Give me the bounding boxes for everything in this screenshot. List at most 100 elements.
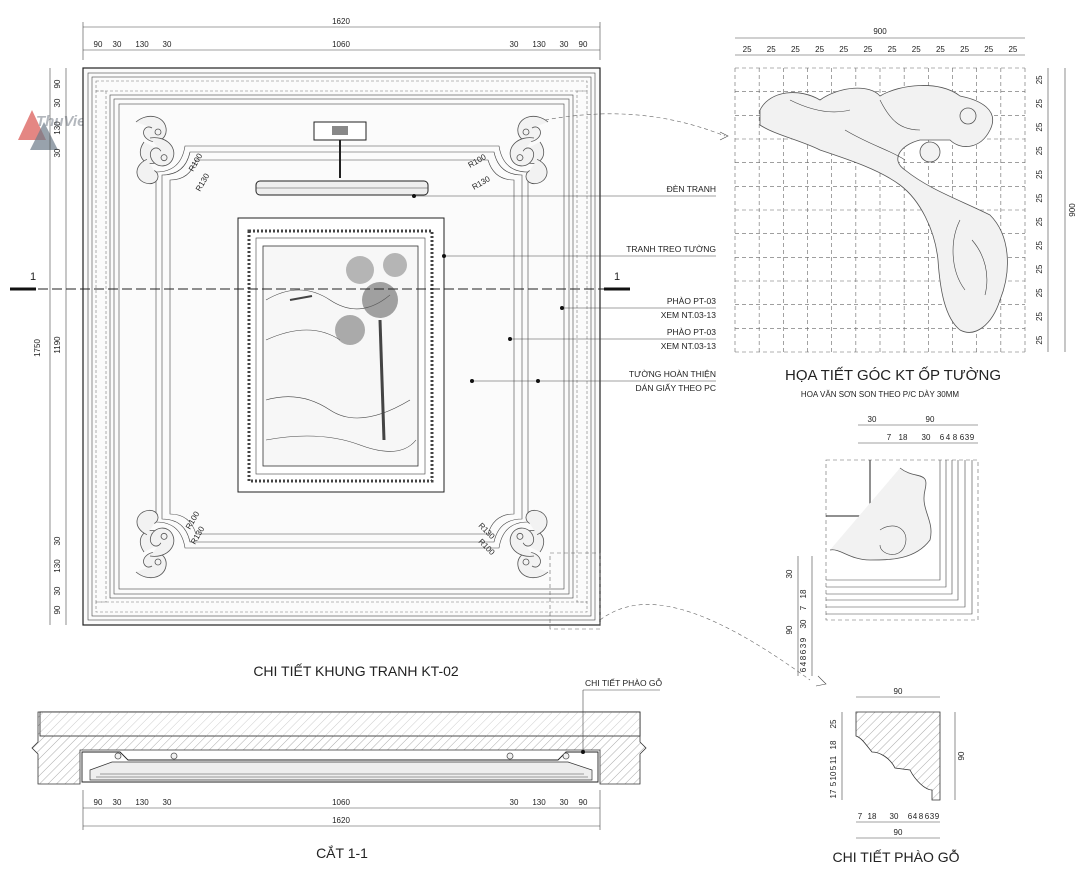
main-frame-elevation: 1620 90 30 130 30 1060 30 130 30 90 1750… bbox=[10, 17, 827, 687]
grid-dim-right: 25 bbox=[1035, 312, 1044, 321]
svg-text:30: 30 bbox=[560, 40, 569, 49]
svg-text:17: 17 bbox=[829, 789, 838, 798]
grid-dim-top: 25 bbox=[767, 45, 776, 54]
border-ornament bbox=[95, 80, 588, 613]
svg-text:30: 30 bbox=[799, 619, 808, 628]
top-total-dim: 1620 bbox=[332, 17, 350, 26]
grid-dim-right: 25 bbox=[1035, 193, 1044, 202]
grid-dim-top: 25 bbox=[839, 45, 848, 54]
grid-dim-right: 25 bbox=[1035, 146, 1044, 155]
callout-picture-light: ĐÈN TRANH bbox=[667, 184, 716, 194]
svg-text:6: 6 bbox=[960, 433, 965, 442]
svg-text:30: 30 bbox=[890, 812, 899, 821]
grid-dim-right: 25 bbox=[1035, 335, 1044, 344]
svg-text:6: 6 bbox=[925, 812, 930, 821]
svg-text:18: 18 bbox=[829, 740, 838, 749]
left-total-dim: 1750 bbox=[33, 339, 42, 357]
grid-dim-top: 25 bbox=[984, 45, 993, 54]
svg-text:4: 4 bbox=[946, 433, 951, 442]
molding-top-total: 90 bbox=[894, 687, 903, 696]
svg-text:30: 30 bbox=[53, 536, 62, 545]
callout-molding-1-a: PHÀO PT-03 bbox=[667, 296, 716, 306]
left-inner-dim: 1190 bbox=[53, 336, 62, 354]
svg-text:130: 130 bbox=[135, 40, 149, 49]
svg-text:8: 8 bbox=[799, 655, 808, 660]
grid-dim-top: 25 bbox=[1008, 45, 1017, 54]
molding-right-total: 90 bbox=[957, 751, 966, 760]
callout-molding-1-b: XEM NT.03-13 bbox=[661, 310, 717, 320]
svg-text:90: 90 bbox=[94, 798, 103, 807]
wall-painting bbox=[237, 217, 445, 493]
svg-text:30: 30 bbox=[510, 798, 519, 807]
section-mark-right: 1 bbox=[614, 271, 620, 283]
section-callout: CHI TIẾT PHÀO GỖ bbox=[585, 677, 663, 688]
svg-text:1060: 1060 bbox=[332, 798, 350, 807]
svg-text:90: 90 bbox=[785, 625, 794, 634]
callout-wall-finish-a: TƯỜNG HOÀN THIỆN bbox=[629, 369, 716, 379]
svg-text:18: 18 bbox=[868, 812, 877, 821]
corner-enlarged: 30 90 7 18 30 6 4 8 6 3 9 30 18 7 30 bbox=[785, 415, 979, 676]
svg-text:130: 130 bbox=[532, 798, 546, 807]
svg-text:30: 30 bbox=[560, 798, 569, 807]
svg-text:18: 18 bbox=[799, 589, 808, 598]
svg-text:6: 6 bbox=[940, 433, 945, 442]
molding-bottom-total: 90 bbox=[894, 828, 903, 837]
grid-dim-top: 25 bbox=[888, 45, 897, 54]
svg-text:90: 90 bbox=[579, 798, 588, 807]
svg-text:90: 90 bbox=[926, 415, 935, 424]
callout-wall-finish-b: DÁN GIẤY THEO PC bbox=[636, 383, 716, 393]
svg-text:4: 4 bbox=[913, 812, 918, 821]
grid-dim-top: 25 bbox=[912, 45, 921, 54]
svg-text:130: 130 bbox=[135, 798, 149, 807]
svg-text:7: 7 bbox=[799, 605, 808, 610]
section-bottom-segments: 90 30 130 30 1060 30 130 30 90 bbox=[94, 798, 588, 807]
grid-dim-top: 25 bbox=[815, 45, 824, 54]
svg-text:30: 30 bbox=[163, 798, 172, 807]
svg-text:30: 30 bbox=[510, 40, 519, 49]
grid-dim-right: 25 bbox=[1035, 217, 1044, 226]
corner-top-total: 900 bbox=[873, 27, 887, 36]
callout-wall-painting: TRANH TREO TƯỜNG bbox=[626, 244, 716, 254]
svg-text:18: 18 bbox=[899, 433, 908, 442]
top-segment-dims: 90 30 130 30 1060 30 130 30 90 bbox=[94, 40, 588, 49]
svg-text:90: 90 bbox=[579, 40, 588, 49]
grid-dim-right: 25 bbox=[1035, 122, 1044, 131]
svg-text:3: 3 bbox=[965, 433, 970, 442]
section-bottom-total: 1620 bbox=[332, 816, 350, 825]
svg-text:7: 7 bbox=[858, 812, 863, 821]
svg-text:5: 5 bbox=[829, 765, 838, 770]
corner-detail-note: HOA VĂN SƠN SON THEO P/C DÀY 30MM bbox=[801, 390, 959, 399]
svg-text:30: 30 bbox=[868, 415, 877, 424]
svg-text:30: 30 bbox=[922, 433, 931, 442]
svg-text:9: 9 bbox=[935, 812, 940, 821]
svg-text:30: 30 bbox=[53, 98, 62, 107]
svg-text:6: 6 bbox=[799, 649, 808, 654]
corner-detail-title: HỌA TIẾT GÓC KT ỐP TƯỜNG bbox=[785, 366, 1001, 384]
grid-dim-right: 25 bbox=[1035, 241, 1044, 250]
section-title: CẮT 1-1 bbox=[316, 844, 368, 861]
svg-text:30: 30 bbox=[163, 40, 172, 49]
svg-text:9: 9 bbox=[799, 637, 808, 642]
svg-text:7: 7 bbox=[887, 433, 892, 442]
callout-molding-2-b: XEM NT.03-13 bbox=[661, 341, 717, 351]
svg-text:30: 30 bbox=[53, 586, 62, 595]
grid-dim-right: 25 bbox=[1035, 75, 1044, 84]
callouts: ĐÈN TRANH TRANH TREO TƯỜNG PHÀO PT-03 XE… bbox=[412, 184, 716, 393]
svg-text:30: 30 bbox=[113, 40, 122, 49]
grid-dim-right: 25 bbox=[1035, 264, 1044, 273]
svg-text:30: 30 bbox=[113, 798, 122, 807]
svg-text:3: 3 bbox=[930, 812, 935, 821]
svg-text:130: 130 bbox=[53, 559, 62, 573]
svg-text:90: 90 bbox=[94, 40, 103, 49]
left-segment-dims: 90 30 130 30 30 130 30 90 bbox=[53, 79, 62, 614]
section-1-1: CHI TIẾT PHÀO GỖ 90 30 130 30 1060 30 13… bbox=[31, 677, 663, 861]
section-mark-left: 1 bbox=[30, 271, 36, 283]
grid-dim-top: 25 bbox=[936, 45, 945, 54]
molding-detail: 90 90 25 18 11 5 10 5 17 7 18 30 6 4 8 6… bbox=[829, 687, 966, 865]
molding-left-segments: 25 18 11 5 10 5 17 bbox=[829, 719, 838, 798]
picture-light bbox=[255, 121, 429, 196]
